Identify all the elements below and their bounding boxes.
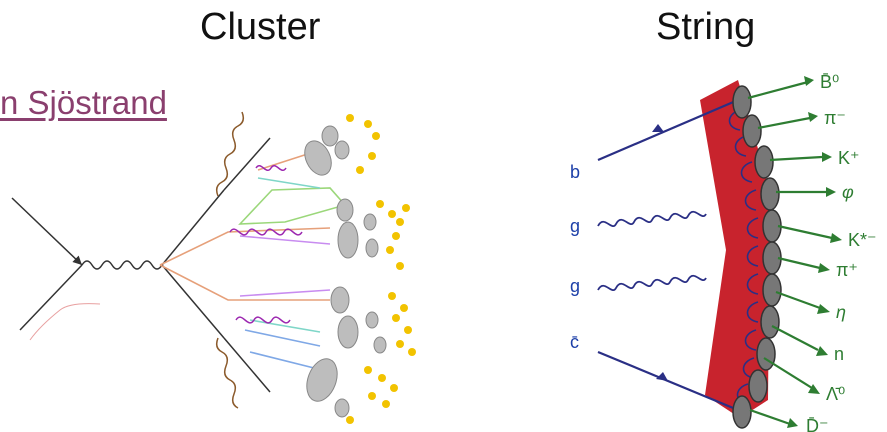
gluon-2 [597, 274, 707, 291]
hadron-arrows [747, 80, 833, 426]
quark-label-g1: g [570, 216, 580, 236]
string-region [700, 80, 770, 418]
hadron-label-Bbar0: B̄⁰ [820, 72, 839, 92]
hadron-label-phi: φ [842, 182, 854, 202]
quark-label-b: b [570, 162, 580, 182]
cluster-heading: Cluster [200, 6, 321, 48]
b-quark-line [597, 98, 739, 162]
radiation-bottom [215, 337, 239, 409]
hadron-label-eta: η [836, 302, 846, 322]
quark-label-cbar: c̄ [570, 332, 579, 352]
hadron-label-Dbar-minus: D̄⁻ [806, 416, 829, 432]
incoming-fermions [11, 197, 83, 331]
radiation-top [215, 111, 245, 197]
hadron-label-pi-plus: π⁺ [836, 260, 858, 280]
hadron-label-n: n [834, 344, 844, 364]
outgoing-quarks [161, 137, 271, 393]
string-heading: String [656, 6, 756, 48]
photon-propagator [81, 260, 163, 270]
hadron-label-Lambdabar0: Λ̄⁰ [826, 384, 845, 404]
quark-label-g2: g [570, 276, 580, 296]
hadron-label-Kstar-minus: K*⁻ [848, 230, 877, 250]
hadron-label-pi-minus: π⁻ [824, 108, 846, 128]
author-link[interactable]: n Sjöstrand [0, 84, 167, 121]
gluon-1 [597, 210, 707, 227]
final-particles [346, 114, 416, 424]
hadron-blobs [732, 85, 782, 429]
cluster-blobs [304, 125, 387, 418]
hadron-label-K-plus: K⁺ [838, 148, 860, 168]
